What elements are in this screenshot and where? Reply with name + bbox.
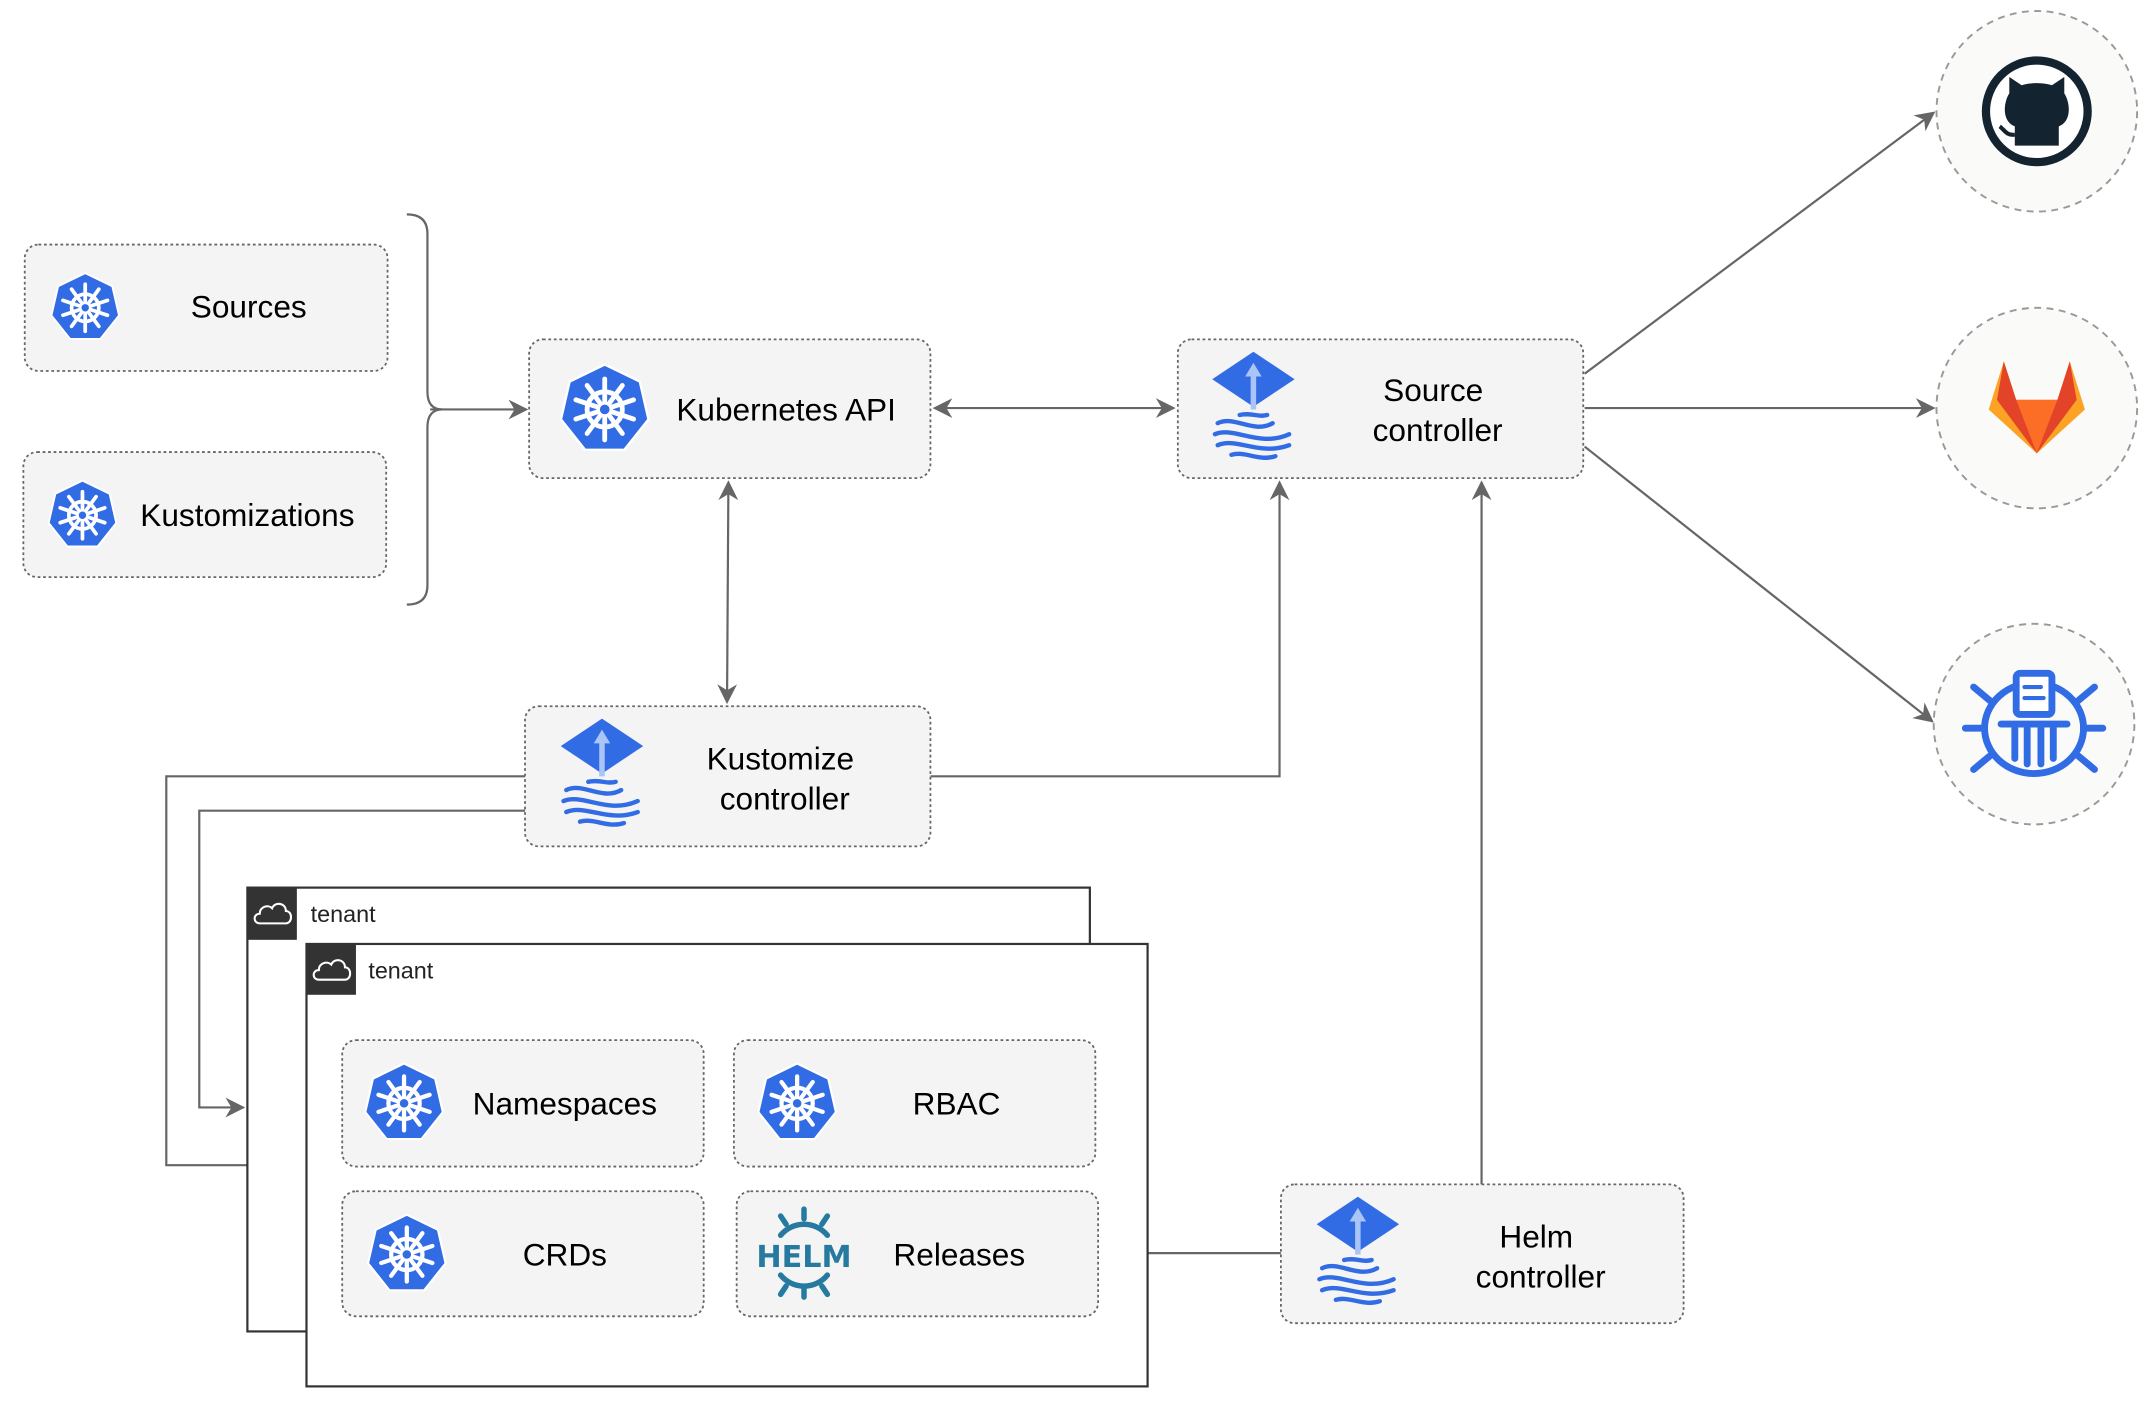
- node-label: RBAC: [913, 1085, 1001, 1121]
- external-gitlab[interactable]: [1935, 306, 2139, 510]
- node-label: Kustomize controller: [707, 740, 863, 816]
- edge-kustomize-to-source-controller: [930, 480, 1290, 778]
- external-github[interactable]: [1935, 10, 2139, 213]
- github-icon: [1981, 56, 2092, 167]
- tenant-label: tenant: [368, 957, 433, 983]
- node-label: Releases: [893, 1236, 1025, 1272]
- edge-kustomize-to-tenant-back: [198, 809, 526, 1118]
- node-source-controller[interactable]: Source controller: [1176, 338, 1585, 480]
- node-label: Kubernetes API: [676, 391, 896, 427]
- node-rbac[interactable]: RBAC: [733, 1039, 1097, 1168]
- node-sources[interactable]: Sources: [23, 243, 389, 372]
- node-releases[interactable]: HELM Releases: [735, 1190, 1100, 1318]
- edge-k8s-api-kustomize-controller: [717, 480, 739, 705]
- node-crds[interactable]: CRDs: [341, 1190, 705, 1318]
- node-label: Source controller: [1373, 372, 1503, 448]
- svg-text:HELM: HELM: [756, 1240, 851, 1275]
- tenant-label: tenant: [311, 901, 376, 927]
- node-label: Namespaces: [473, 1085, 657, 1121]
- edge-source-to-bucket: [1583, 445, 1934, 723]
- node-label: Kustomizations: [140, 497, 354, 533]
- external-bucket[interactable]: [1932, 622, 2136, 826]
- node-kustomize-controller[interactable]: Kustomize controller: [524, 705, 932, 848]
- edge-source-to-github: [1583, 111, 1936, 375]
- node-helm-controller[interactable]: Helm controller: [1280, 1183, 1685, 1325]
- node-label: Sources: [191, 288, 307, 324]
- node-label: CRDs: [523, 1236, 607, 1272]
- node-kubernetes-api[interactable]: Kubernetes API: [528, 338, 932, 480]
- gitlab-icon: [1988, 361, 2085, 454]
- edge-kustomize-to-tenant-front: [165, 775, 526, 1176]
- node-label: Helm controller: [1476, 1219, 1606, 1295]
- helm-icon: HELM: [756, 1206, 852, 1300]
- node-namespaces[interactable]: Namespaces: [341, 1039, 705, 1168]
- bucket-icon: [1961, 669, 2107, 778]
- node-kustomizations[interactable]: Kustomizations: [22, 451, 388, 578]
